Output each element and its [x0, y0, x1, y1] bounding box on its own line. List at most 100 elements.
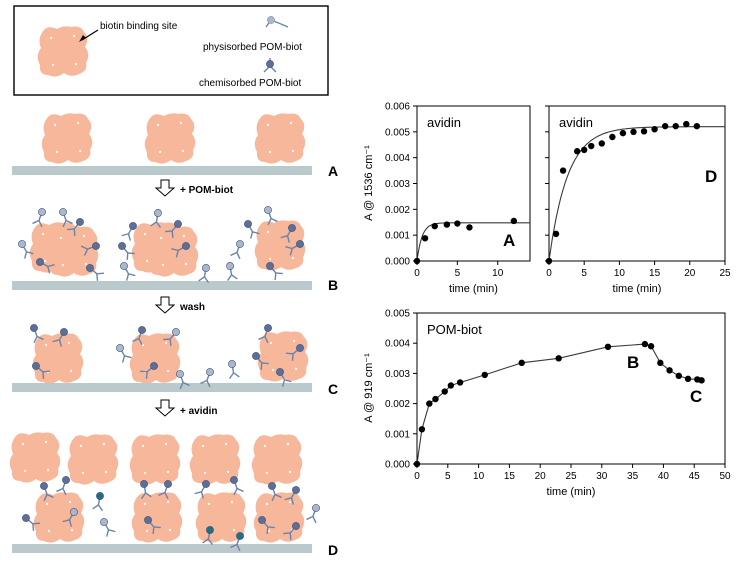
- data-point: [661, 122, 669, 130]
- protein-d-top2: [67, 434, 119, 485]
- protein-d-bot1: [33, 492, 85, 543]
- pom-molecule-d-17: [283, 522, 300, 540]
- data-point: [588, 142, 595, 150]
- pom-molecule-d-12: [230, 532, 244, 552]
- pom-molecule-b-11: [171, 242, 190, 258]
- data-point: [683, 120, 690, 128]
- data-point: [559, 167, 567, 174]
- data-point: [675, 372, 682, 380]
- y-tick-label: 0.005: [385, 127, 410, 138]
- pom-molecule-b-0: [18, 240, 34, 259]
- data-point: [432, 395, 439, 403]
- step-avidin-label: + avidin: [180, 406, 218, 417]
- pom-molecule-d-2: [22, 514, 40, 531]
- data-point: [651, 126, 658, 133]
- stage-tag-c: C: [690, 387, 702, 406]
- fit-curve: [548, 126, 725, 262]
- panel-caption: avidin: [427, 115, 461, 130]
- x-tick-label: 0: [414, 268, 420, 279]
- data-point: [443, 221, 451, 228]
- y-tick-label: 0.004: [385, 339, 410, 350]
- pom-molecule-c-3: [116, 344, 132, 363]
- chemisorbed-icon: [263, 58, 277, 73]
- data-point: [698, 377, 705, 384]
- pom-molecule-d-13: [268, 482, 282, 502]
- x-tick-label: 30: [596, 471, 608, 482]
- x-axis-label: time (min): [547, 486, 596, 498]
- pom-molecule-c-12: [286, 344, 304, 361]
- pom-molecule-c-7: [176, 370, 190, 390]
- pom-molecule-d-10: [230, 476, 244, 496]
- legend-protein-icon: [37, 26, 89, 77]
- pom-molecule-c-6: [140, 362, 158, 379]
- panel-caption: avidin: [559, 115, 593, 130]
- pom-molecule-b-14: [230, 240, 244, 260]
- pom-molecule-b-18: [285, 240, 304, 256]
- pom-molecule-b-16: [264, 206, 278, 226]
- pom-molecule-b-12: [198, 264, 210, 284]
- data-point: [518, 359, 525, 367]
- substrate-a: [12, 166, 312, 175]
- pom-molecule-b-6: [36, 258, 55, 274]
- pom-molecule-d-16: [258, 516, 275, 534]
- stage-b: [12, 206, 312, 290]
- data-point: [684, 375, 692, 383]
- pom-molecule-b-10: [165, 220, 182, 238]
- pom-molecule-d-15: [306, 504, 320, 524]
- y-tick-label: 0.001: [385, 429, 410, 440]
- step-pom-label: + POM-biot: [180, 185, 234, 196]
- pom-molecule-d-0: [40, 482, 54, 502]
- pom-molecule-c-11: [258, 324, 272, 344]
- stage-tag-a: A: [503, 231, 515, 250]
- pom-molecule-d-7: [158, 480, 172, 500]
- pom-molecule-d-5: [100, 518, 116, 537]
- pom-molecule-b-15: [244, 220, 260, 239]
- stage-tag-b: B: [627, 353, 639, 372]
- substrate-d: [12, 544, 312, 553]
- arrow-head-icon: [79, 35, 86, 42]
- pom-molecule-b-7: [118, 242, 135, 260]
- protein-d-bot2: [131, 492, 183, 543]
- x-tick-label: 0: [546, 268, 552, 279]
- pom-molecule-c-0: [30, 324, 44, 344]
- y-tick-label: 0.001: [385, 231, 410, 242]
- pom-molecule-d-14: [284, 486, 300, 505]
- stage-d: [9, 432, 320, 553]
- pom-molecule-d-8: [144, 516, 161, 534]
- panel-letter-d: D: [328, 542, 338, 558]
- y-tick-label: 0.006: [385, 102, 410, 113]
- pom-molecule-d-9: [194, 480, 210, 499]
- protein-d-top5: [251, 434, 303, 485]
- data-point: [598, 140, 605, 147]
- x-tick-label: 35: [627, 471, 639, 482]
- legend-binding-site-label: biotin binding site: [100, 21, 178, 32]
- data-point: [413, 460, 421, 468]
- x-tick-label: 50: [719, 471, 731, 482]
- data-point: [510, 217, 518, 225]
- legend-physisorbed-label: physisorbed POM-biot: [203, 42, 302, 53]
- data-point: [545, 257, 553, 265]
- legend-chemisorbed-label: chemisorbed POM-biot: [199, 78, 301, 89]
- data-point: [481, 371, 488, 379]
- pom-molecule-b-1: [32, 208, 46, 228]
- data-point: [647, 343, 655, 350]
- protein-d-top3: [129, 434, 181, 485]
- step-arrow-avidin: + avidin: [154, 399, 218, 417]
- pom-molecule-b-5: [86, 264, 104, 281]
- x-tick-label: 5: [581, 268, 587, 279]
- substrate-c: [12, 383, 312, 392]
- x-tick-label: 40: [658, 471, 670, 482]
- pom-molecule-b-17: [280, 224, 296, 243]
- pom-molecule-d-4: [92, 492, 104, 512]
- data-point: [666, 367, 673, 374]
- pom-molecule-b-20: [120, 262, 136, 281]
- protein-d-top1: [9, 432, 61, 483]
- panel-letter-b: B: [328, 277, 338, 293]
- x-tick-label: 5: [455, 268, 461, 279]
- data-point: [619, 129, 627, 137]
- pom-molecule-c-13: [276, 368, 292, 387]
- data-point: [609, 133, 616, 141]
- panel-caption: POM-biot: [427, 322, 482, 337]
